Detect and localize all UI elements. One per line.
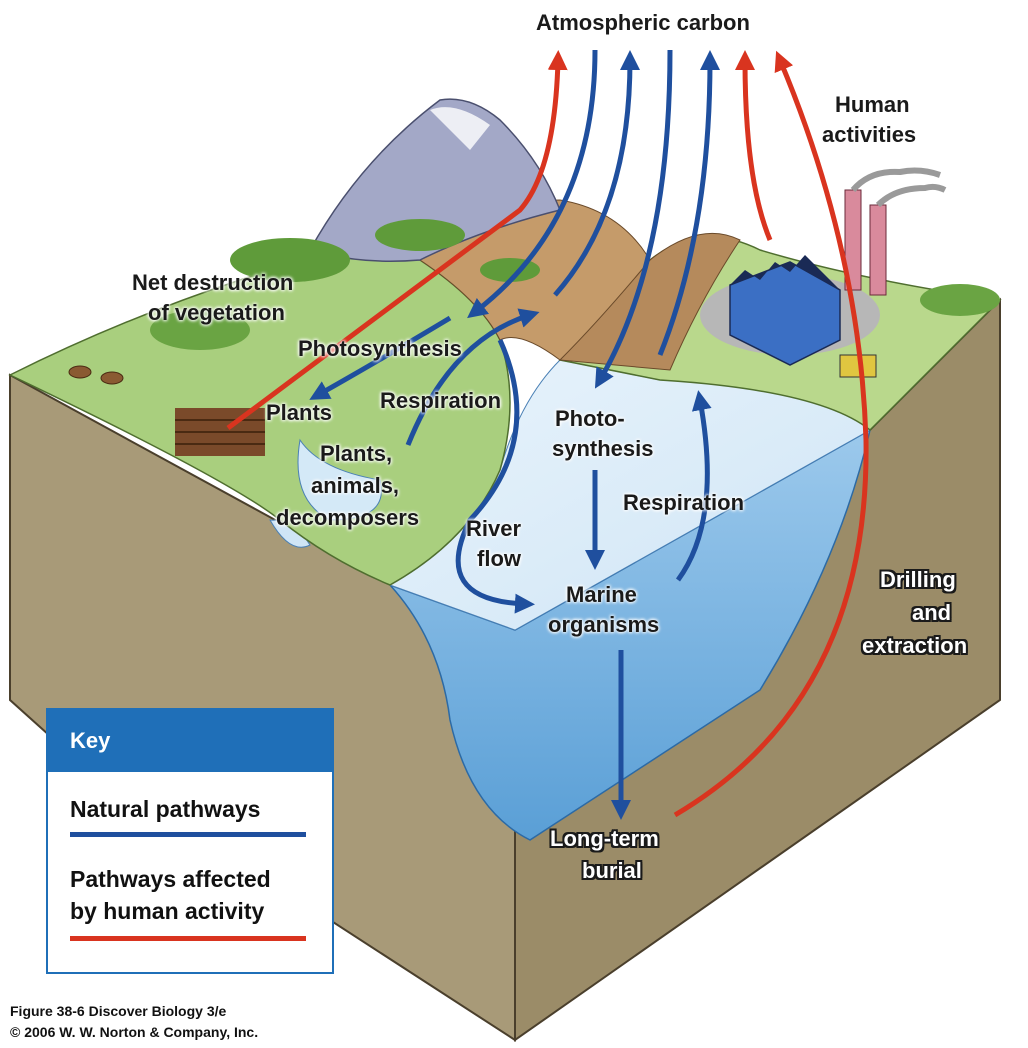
decomposer-respiration-arrow: [405, 308, 540, 446]
sea-respiration-label: Respiration: [623, 490, 745, 515]
figure-caption-line1: Figure 38-6 Discover Biology 3/e: [10, 1003, 227, 1019]
drilling-arrow: [673, 50, 869, 818]
marine-respiration-arrow: [675, 390, 712, 582]
decomposers-label-2: animals,: [311, 473, 400, 498]
land-respiration-label: Respiration: [380, 388, 502, 413]
legend-human-line: [70, 936, 306, 941]
decomposers-label-1: Plants,: [320, 441, 393, 466]
river-flow-arrow: [455, 338, 535, 614]
burial-label-1: Long-term: [550, 826, 659, 851]
sea-photosynthesis-label-2: synthesis: [552, 436, 654, 461]
legend-box: Key Natural pathways Pathways affected b…: [46, 708, 334, 974]
river-flow-label-1: River: [466, 516, 522, 541]
legend-natural-label: Natural pathways: [70, 796, 261, 822]
figure-caption-line2: © 2006 W. W. Norton & Company, Inc.: [10, 1024, 259, 1040]
legend-natural-line: [70, 832, 306, 837]
mountain: [308, 98, 562, 262]
drilling-label-1: Drilling: [880, 567, 956, 592]
plants-label: Plants: [266, 400, 333, 425]
sea-respiration-arrow: [657, 50, 720, 356]
drilling-label-3: extraction: [862, 633, 968, 658]
deer: [68, 365, 124, 385]
legend-human-label-1: Pathways affected: [70, 866, 271, 892]
land-photosynthesis-arrow: [467, 49, 598, 319]
human-pathways: [226, 50, 869, 818]
sea-photosynthesis-arrow: [594, 49, 673, 389]
vegetation-destruction-arrow: [226, 50, 568, 431]
sea-photosynthesis-label-1: Photo-: [555, 406, 625, 431]
land-photosynthesis-label: Photosynthesis: [298, 336, 462, 361]
land-respiration-arrow: [553, 50, 640, 297]
decomposers-label-3: decomposers: [276, 505, 420, 530]
marine-organisms-label-1: Marine: [566, 582, 637, 607]
atmospheric-carbon-label: Atmospheric carbon: [536, 10, 750, 35]
human-activity-arrow-1: [735, 50, 773, 241]
drilling-label-2: and: [912, 600, 952, 625]
human-activities-label-2: activities: [822, 122, 917, 147]
sea: [269, 359, 872, 841]
river-flow-label-2: flow: [477, 546, 521, 571]
factory: [700, 167, 947, 378]
vegetation: [150, 219, 1000, 350]
net-destruction-label-2: of vegetation: [148, 300, 285, 325]
human-activities-label-1: Human: [835, 92, 910, 117]
felled-forest: [175, 408, 265, 456]
legend-title: Key: [48, 710, 332, 772]
natural-pathways: [309, 49, 720, 820]
burial-label-2: burial: [582, 858, 642, 883]
marine-organisms-label-2: organisms: [548, 612, 660, 637]
net-destruction-label-1: Net destruction: [132, 270, 294, 295]
plants-arrow: [309, 315, 452, 400]
legend-human-label-2: by human activity: [70, 898, 265, 924]
